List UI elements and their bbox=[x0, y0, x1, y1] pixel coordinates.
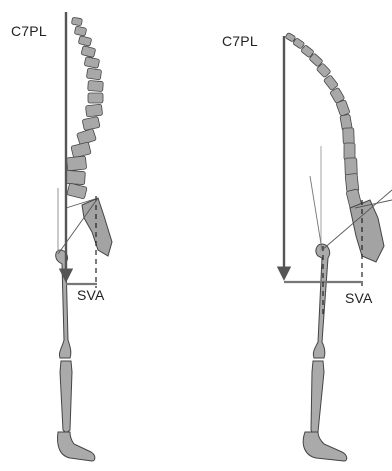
left-pelvis bbox=[82, 198, 112, 256]
left-c7pl-label: C7PL bbox=[11, 23, 47, 39]
left-tibia bbox=[60, 361, 72, 433]
left-femur bbox=[56, 250, 71, 358]
right-spine bbox=[285, 32, 362, 210]
right-sva-label: SVA bbox=[345, 290, 373, 306]
right-skeleton bbox=[284, 32, 392, 461]
right-femur bbox=[313, 244, 329, 358]
left-sva-label: SVA bbox=[77, 287, 105, 303]
right-pelvis bbox=[350, 200, 384, 262]
left-skeleton bbox=[56, 12, 112, 461]
left-foot bbox=[58, 432, 95, 461]
right-pelvic-line-2 bbox=[310, 176, 322, 250]
right-c7pl-label: C7PL bbox=[222, 33, 258, 49]
right-tibia bbox=[311, 361, 324, 435]
right-foot bbox=[303, 432, 347, 461]
left-spine bbox=[66, 17, 104, 199]
